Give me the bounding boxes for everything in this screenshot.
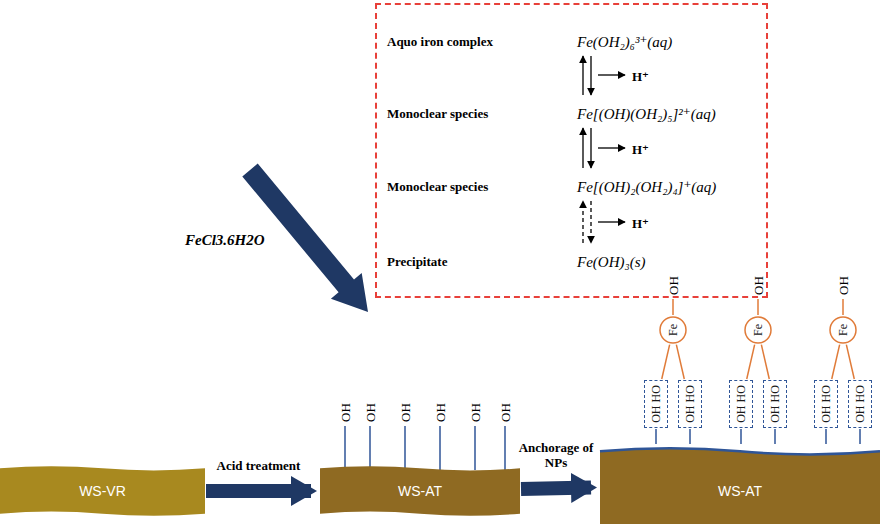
atom-symbol: Fe: [667, 324, 679, 336]
hydroxyl-stick: [774, 429, 776, 444]
hydroxyl-stick: [740, 429, 742, 444]
raw-biomass-band: WS-VR: [0, 464, 205, 518]
release-arrow: [598, 74, 625, 75]
release-arrow: [598, 221, 625, 222]
equilibrium-arrow: [590, 128, 591, 168]
release-arrow: [598, 147, 625, 148]
hydroxyl-stick: [504, 426, 506, 470]
species-name: Aquo iron complex: [387, 34, 493, 50]
atom-symbol: Fe: [752, 324, 764, 336]
chemical-formula: Fe(OH₂)₆³⁺(aq): [577, 33, 672, 51]
band-label: WS-VR: [79, 483, 126, 499]
hydroxyl-stick: [369, 426, 371, 470]
coordination-bond: [662, 345, 670, 379]
species-name: Precipitate: [387, 254, 447, 270]
band-fill: [600, 448, 880, 524]
chemical-formula: Fe[(OH)(OH₂)₅]²⁺(aq): [577, 105, 716, 123]
iron-atom: Fe: [829, 316, 857, 344]
hydroxyl-pair: OH HO: [820, 385, 832, 423]
atom-circle: [745, 317, 771, 343]
atom-circle: [660, 317, 686, 343]
proton-label: H⁺: [632, 216, 649, 232]
band-surface-line: [600, 448, 880, 454]
hydroxyl-stick: [439, 426, 441, 470]
hydrogen-bond-box: OH HO: [848, 380, 872, 428]
equilibrium-arrow: [590, 201, 591, 243]
step-label: Acid treatment: [217, 459, 301, 474]
hydroxyl-stick: [344, 426, 346, 470]
reagent-label: FeCl3.6H2O: [185, 233, 265, 248]
band-fill: [0, 466, 205, 516]
equilibrium-arrows: [583, 56, 625, 243]
fe-hydroxyl-bond: [672, 299, 674, 315]
band-label: WS-AT: [398, 483, 442, 499]
iron-atom: Fe: [744, 316, 772, 344]
species-name: Monoclear species: [387, 106, 488, 122]
hydroxyl-stick: [404, 426, 406, 470]
hydroxyl-stick: [474, 426, 476, 470]
hydroxyl-stick: [825, 429, 827, 444]
step-label: Anchorage of NPs: [518, 441, 594, 471]
hydroxyl-label: OH: [338, 403, 351, 422]
equilibrium-arrow: [582, 128, 583, 168]
chemical-formula: Fe(OH)₃(s): [577, 253, 646, 271]
hydroxyl-pair: OH HO: [854, 385, 866, 423]
hydroxyl-label: OH: [498, 403, 511, 422]
proton-label: H⁺: [632, 142, 649, 158]
proton-label: H⁺: [632, 69, 649, 85]
hydrogen-bond-box: OH HO: [763, 380, 787, 428]
hydroxyl-label: OH: [398, 403, 411, 422]
coordination-bond: [846, 345, 854, 379]
coordination-bond: [676, 345, 684, 379]
fe-hydroxyl-bonds: [673, 299, 843, 315]
fe-hydroxyl-bond: [757, 299, 759, 315]
hydroxyl-pair: OH HO: [735, 385, 747, 423]
equilibrium-arrow: [582, 201, 583, 243]
hydroxyl-stick: [689, 429, 691, 444]
treated-biomass-band: WS-AT: [320, 464, 520, 518]
hydroxyl-label: OH: [468, 403, 481, 422]
process-arrow: [206, 484, 311, 498]
hydrogen-bond-box: OH HO: [678, 380, 702, 428]
hydroxyl-pair: OH HO: [684, 385, 696, 423]
fe-hydroxyl-bond: [842, 299, 844, 315]
equilibrium-panel: Aquo iron complex Fe(OH₂)₆³⁺(aq) Monoclear…: [375, 3, 768, 298]
process-arrow: [521, 488, 591, 489]
hydrogen-bond-box: OH HO: [644, 380, 668, 428]
equilibrium-arrow: [590, 56, 591, 95]
coordination-bond: [747, 345, 755, 379]
hydrogen-bond-box: OH HO: [814, 380, 838, 428]
hydroxyl-label: OH: [363, 403, 376, 422]
hydroxyl-label: OH: [433, 403, 446, 422]
hydroxyl-pair: OH HO: [769, 385, 781, 423]
band-fill: [320, 466, 520, 516]
atom-symbol: Fe: [837, 324, 849, 336]
species-name: Monoclear species: [387, 179, 488, 195]
hydroxyl-label: OH: [751, 276, 764, 295]
iron-atom: Fe: [659, 316, 687, 344]
hydroxyl-stick: [859, 429, 861, 444]
hydroxyl-sticks: [345, 426, 505, 470]
hydroxyl-stick: [655, 429, 657, 444]
hydroxyl-label: OH: [666, 276, 679, 295]
equilibrium-arrow: [582, 56, 583, 95]
band-label: WS-AT: [718, 483, 762, 499]
coordination-bond: [832, 345, 840, 379]
anchored-biomass-band: WS-AT: [600, 445, 880, 524]
hydroxyl-label: OH: [836, 276, 849, 295]
hydroxyl-pair: OH HO: [650, 385, 662, 423]
hydrogen-bond-box: OH HO: [729, 380, 753, 428]
atom-circle: [830, 317, 856, 343]
coordination-bond: [761, 345, 769, 379]
chemical-formula: Fe[(OH)₂(OH₂)₄]⁺(aq): [577, 178, 716, 196]
